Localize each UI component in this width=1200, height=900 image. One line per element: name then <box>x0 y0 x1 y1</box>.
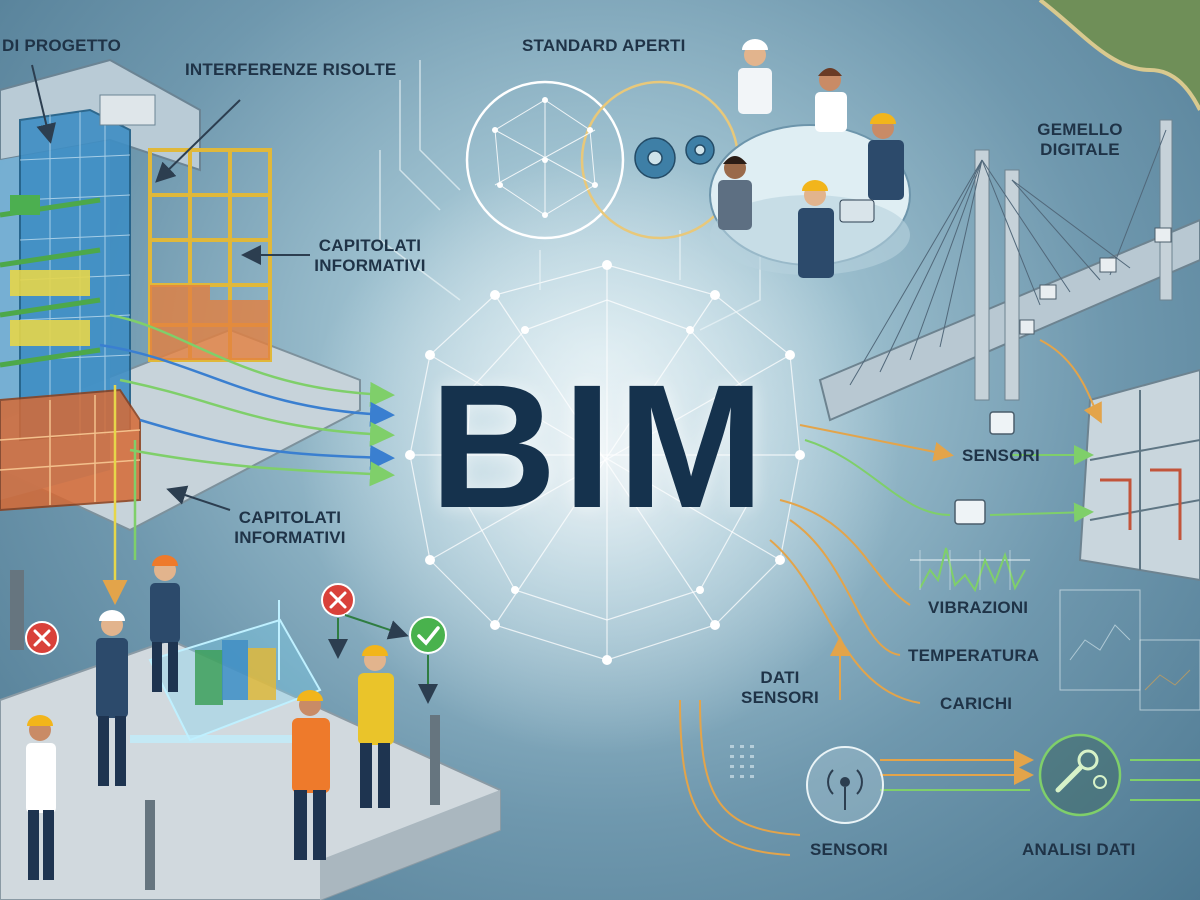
bim-title: BIM <box>429 349 771 545</box>
label-standard-aperti: STANDARD APERTI <box>522 36 686 55</box>
network-nodes <box>405 260 805 665</box>
label-carichi: CARICHI <box>940 694 1013 713</box>
flow-arrows-left <box>99 313 395 605</box>
antenna-icon <box>806 746 884 824</box>
label-capitolati-bottom-line1: CAPITOLATI <box>238 508 342 527</box>
label-dati-sensori-line2: SENSORI <box>741 688 819 707</box>
vibration-chart <box>910 547 1030 593</box>
check-mark-icon <box>409 616 447 654</box>
bim-building <box>0 58 361 532</box>
meeting-people <box>718 39 904 278</box>
x-mark-icon <box>25 621 59 655</box>
wrench-gears-icon <box>1038 733 1122 817</box>
label-vibrazioni: VIBRAZIONI <box>928 598 1029 617</box>
coastline <box>1038 0 1200 111</box>
label-leader-lines <box>31 64 310 511</box>
workers <box>26 555 394 880</box>
correction-arrows <box>328 614 438 704</box>
label-sensori-right: SENSORI <box>962 446 1040 465</box>
label-capitolati-top-line2: INFORMATIVI <box>314 256 426 275</box>
circuit-traces-top <box>379 60 761 331</box>
label-capitolati-top-line1: CAPITOLATI <box>318 236 422 255</box>
network-sphere <box>409 264 801 661</box>
facility-building <box>1078 368 1200 582</box>
dashboard-panels <box>1059 589 1200 711</box>
label-analisi-dati: ANALISI DATI <box>1022 840 1136 859</box>
sensor-boxes <box>954 411 1015 525</box>
label-temperatura: TEMPERATURA <box>908 646 1040 665</box>
label-gemello-digitale: GEMELLO DIGITALE <box>1030 120 1130 160</box>
label-interferenze-risolte: INTERFERENZE RISOLTE <box>185 60 397 79</box>
label-gemello-line1: GEMELLO <box>1037 120 1123 139</box>
flow-arrows-right <box>769 339 1102 704</box>
label-capitolati-bottom: CAPITOLATI INFORMATIVI <box>225 508 355 548</box>
label-sensori-bottom: SENSORI <box>810 840 888 859</box>
label-capitolati-bottom-line2: INFORMATIVI <box>234 528 346 547</box>
bridge <box>818 119 1200 422</box>
label-capitolati-top: CAPITOLATI INFORMATIVI <box>305 236 435 276</box>
label-dati-sensori: DATI SENSORI <box>735 668 825 708</box>
label-gemello-line2: DIGITALE <box>1040 140 1120 159</box>
label-dati-sensori-line1: DATI <box>760 668 800 687</box>
label-di-progetto: DI PROGETTO <box>2 36 122 55</box>
x-mark-icon <box>321 583 355 617</box>
flow-arrows-bottom <box>679 699 1200 856</box>
dot-grid <box>730 745 754 778</box>
hologram-model <box>130 600 322 743</box>
